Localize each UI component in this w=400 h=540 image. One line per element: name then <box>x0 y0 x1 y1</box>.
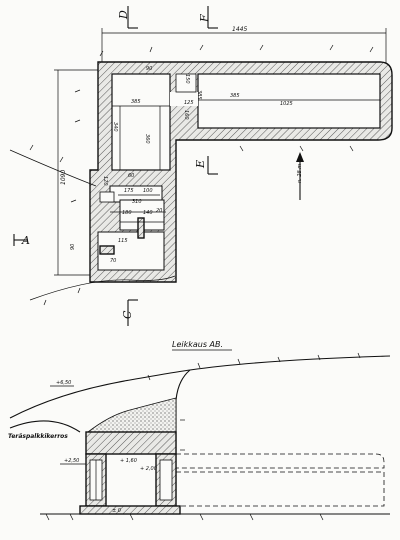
dim-115: 115 <box>118 238 128 244</box>
section-door-right <box>159 459 173 501</box>
elev-floor-a: + 2,00 <box>140 466 157 472</box>
terrain-line-bottom <box>29 275 176 301</box>
dim-20: 20 <box>156 208 162 214</box>
dim-140: 140 <box>143 210 153 216</box>
dim-120: 120 <box>102 176 108 186</box>
marker-f-label: F <box>198 14 211 23</box>
dim-70: 70 <box>110 258 116 264</box>
section-marker-e: E <box>194 156 218 175</box>
earth-fill <box>86 397 177 433</box>
passage-upper <box>170 92 198 106</box>
north-arrow: n. 28 m <box>296 152 304 200</box>
dim-90: 90 <box>146 66 152 72</box>
section-marker-a: A <box>13 234 30 247</box>
entry-niche <box>99 191 115 203</box>
base-ticks <box>45 352 361 521</box>
section-marker-c: C <box>121 299 138 326</box>
dim-60: 60 <box>128 173 134 179</box>
section-title: Leikkaus AB. <box>172 340 223 349</box>
marker-a-label: A <box>21 234 30 247</box>
section-marker-f: F <box>198 6 218 29</box>
marker-e-label: E <box>194 160 207 169</box>
ground-surface <box>9 355 391 419</box>
dim-125: 125 <box>184 100 194 106</box>
elev-top: +6,50 <box>56 380 71 386</box>
dim-160: 160 <box>183 110 189 120</box>
dim-1025: 1025 <box>280 101 293 107</box>
section-roof-slab <box>85 431 177 455</box>
section-floor-slab <box>79 505 181 515</box>
dim-385b: 385 <box>230 93 240 99</box>
overall-width-dim: 1445 <box>101 26 387 66</box>
elev-bottom: ± 0 <box>112 508 121 514</box>
niche-upper <box>175 73 197 93</box>
ground-slope <box>175 369 191 500</box>
dim-180: 180 <box>122 210 132 216</box>
elev-floor-b: + 1,60 <box>120 458 137 464</box>
section-marker-d: D <box>117 6 138 29</box>
terrain-line-left <box>9 149 97 187</box>
dim-385a: 385 <box>131 99 141 105</box>
dim-310: 310 <box>132 199 142 205</box>
dim-90b: 90 <box>70 244 76 250</box>
dim-340: 340 <box>112 122 118 132</box>
dim-100: 100 <box>143 188 153 194</box>
plan-view: D F 1445 1090 <box>9 6 393 326</box>
dashed-room-outline <box>176 453 385 507</box>
overall-height-label: 1090 <box>60 170 67 185</box>
room-upper-left <box>111 73 171 171</box>
earth-mound <box>9 420 81 433</box>
terrain-ticks <box>29 44 374 306</box>
dim-150: 150 <box>184 74 190 84</box>
internal-wall-a <box>137 217 145 239</box>
internal-wall-b <box>99 245 115 255</box>
roof-layer-label: Teräspalkkikerros <box>8 433 68 440</box>
dim-385c: 385 <box>196 90 202 100</box>
marker-c-label: C <box>121 310 134 319</box>
overall-height-dim: 1090 <box>54 69 100 276</box>
dim-360: 360 <box>144 134 150 144</box>
elev-slab: +2,50 <box>64 458 79 464</box>
dim-175: 175 <box>124 188 134 194</box>
overall-width-label: 1445 <box>232 26 247 33</box>
north-label: n. 28 m <box>297 164 303 183</box>
section-view: Leikkaus AB. +6,50 Teräspal <box>8 340 391 521</box>
marker-d-label: D <box>117 10 130 20</box>
room-long <box>197 73 381 129</box>
